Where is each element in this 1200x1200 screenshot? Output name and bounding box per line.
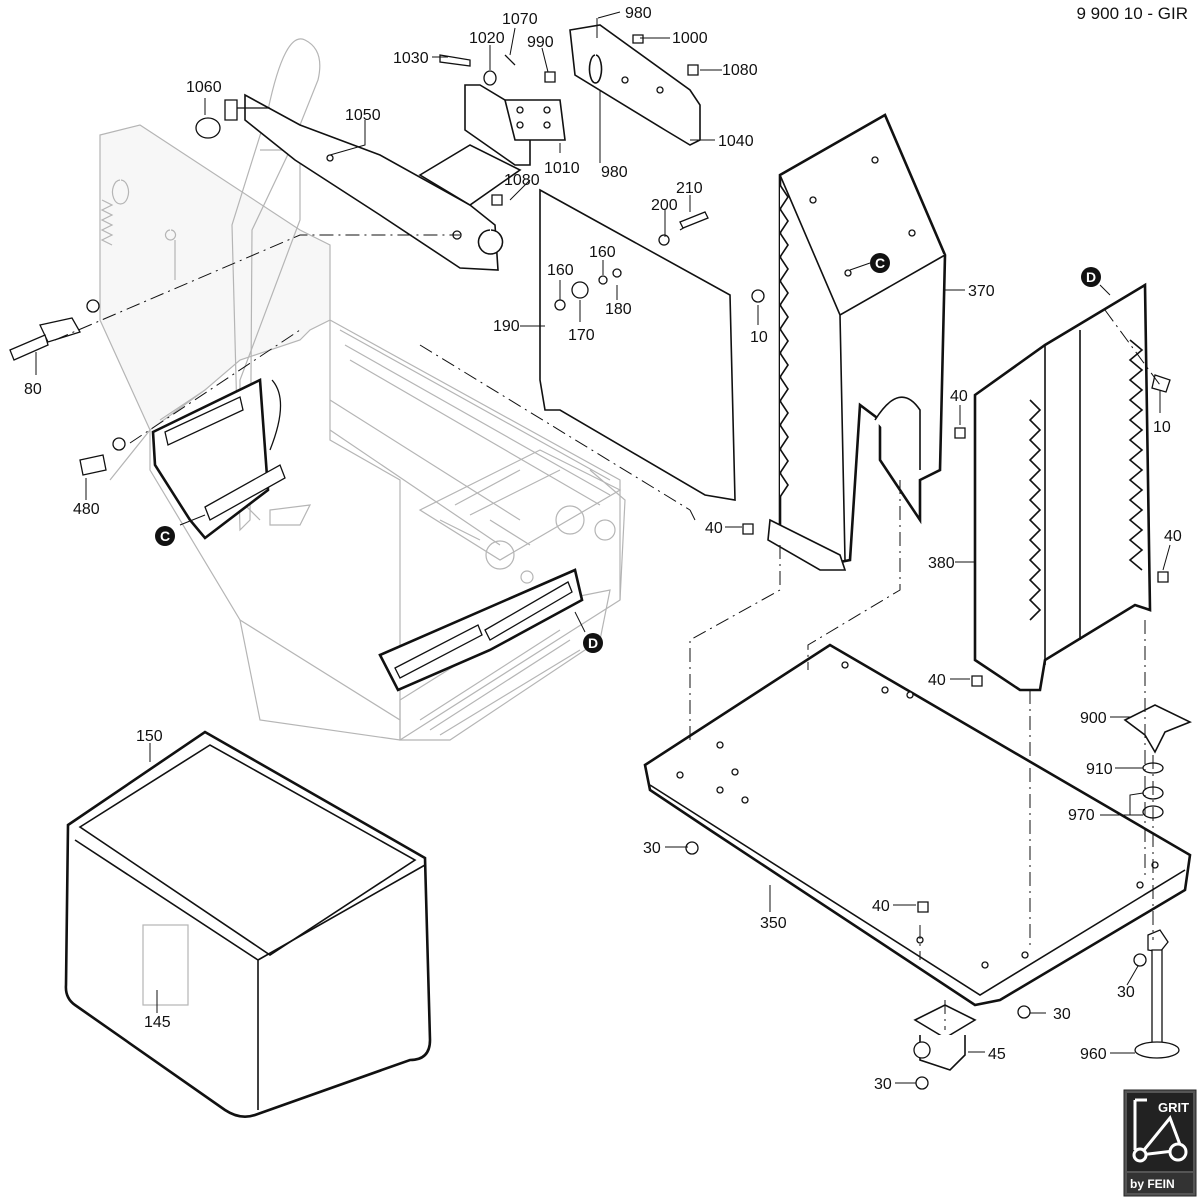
callout-1060: 1060 — [186, 79, 222, 96]
callout-1020: 1020 — [469, 30, 505, 47]
callout-80: 80 — [24, 381, 42, 398]
callout-980-bottom: 980 — [601, 164, 628, 181]
callout-1050: 1050 — [345, 107, 381, 124]
detail-pad-d — [378, 568, 584, 692]
callout-160-right: 160 — [589, 244, 616, 261]
callout-40-a: 40 — [950, 388, 968, 405]
callout-1030: 1030 — [393, 50, 429, 67]
leader-lines — [35, 11, 1171, 1084]
marker-c-left: C — [155, 526, 175, 546]
callout-40-e: 40 — [872, 898, 890, 915]
bin-150 — [64, 730, 432, 1118]
assembly-lines — [54, 234, 1161, 1030]
callout-labels: 80 480 1060 1050 1030 1020 1070 990 1010… — [24, 5, 1182, 1093]
callout-30-a: 30 — [643, 840, 661, 857]
callout-480: 480 — [73, 501, 100, 518]
marker-d-bottom: D — [583, 633, 603, 653]
callout-350: 350 — [760, 915, 787, 932]
post-1010 — [464, 84, 566, 166]
handle-ghost — [231, 38, 321, 532]
callout-45: 45 — [988, 1046, 1006, 1063]
callout-970: 970 — [1068, 807, 1095, 824]
callout-10-right: 10 — [1153, 419, 1171, 436]
callout-980-top: 980 — [625, 5, 652, 22]
plate-190 — [539, 188, 736, 501]
label-145 — [142, 924, 189, 1006]
callout-200: 200 — [651, 197, 678, 214]
upright-support-370 — [767, 113, 947, 571]
callout-370: 370 — [968, 283, 995, 300]
callout-160-left: 160 — [547, 262, 574, 279]
detail-pad-c — [151, 377, 286, 540]
callout-900: 900 — [1080, 710, 1107, 727]
callout-170: 170 — [568, 327, 595, 344]
callout-1070: 1070 — [502, 11, 538, 28]
callout-10-left: 10 — [750, 329, 768, 346]
svg-text:C: C — [875, 255, 885, 271]
knob-and-foot — [1123, 704, 1192, 1059]
callout-1000: 1000 — [672, 30, 708, 47]
callout-1010: 1010 — [544, 160, 580, 177]
callout-30-d: 30 — [874, 1076, 892, 1093]
caster-45 — [913, 1004, 977, 1071]
callout-145: 145 — [144, 1014, 171, 1031]
callout-150: 150 — [136, 728, 163, 745]
marker-d-top: D — [1081, 267, 1101, 287]
callout-210: 210 — [676, 180, 703, 197]
svg-text:C: C — [160, 528, 170, 544]
fasteners — [9, 34, 1171, 1090]
callout-380: 380 — [928, 555, 955, 572]
logo-byline: by FEIN — [1130, 1177, 1175, 1191]
svg-text:D: D — [1086, 269, 1096, 285]
callout-1040: 1040 — [718, 133, 754, 150]
callout-910: 910 — [1086, 761, 1113, 778]
side-support-380 — [973, 282, 1152, 692]
callout-190: 190 — [493, 318, 520, 335]
marker-c-right: C — [870, 253, 890, 273]
callout-30-b: 30 — [1053, 1006, 1071, 1023]
callout-990: 990 — [527, 34, 554, 51]
callout-180: 180 — [605, 301, 632, 318]
svg-text:D: D — [588, 635, 598, 651]
callout-40-b: 40 — [705, 520, 723, 537]
callout-30-c: 30 — [1117, 984, 1135, 1001]
callout-1080-top: 1080 — [722, 62, 758, 79]
callout-40-d: 40 — [928, 672, 946, 689]
logo-brand: GRIT — [1158, 1100, 1189, 1115]
callout-1080-mid: 1080 — [504, 172, 540, 189]
support-arm-1050 — [244, 93, 522, 271]
callout-960: 960 — [1080, 1046, 1107, 1063]
base-plate-350 — [643, 643, 1192, 1007]
grit-fein-logo: GRIT by FEIN — [1123, 1089, 1197, 1197]
callout-40-c: 40 — [1164, 528, 1182, 545]
document-id: 9 900 10 - GIR — [1076, 4, 1188, 23]
